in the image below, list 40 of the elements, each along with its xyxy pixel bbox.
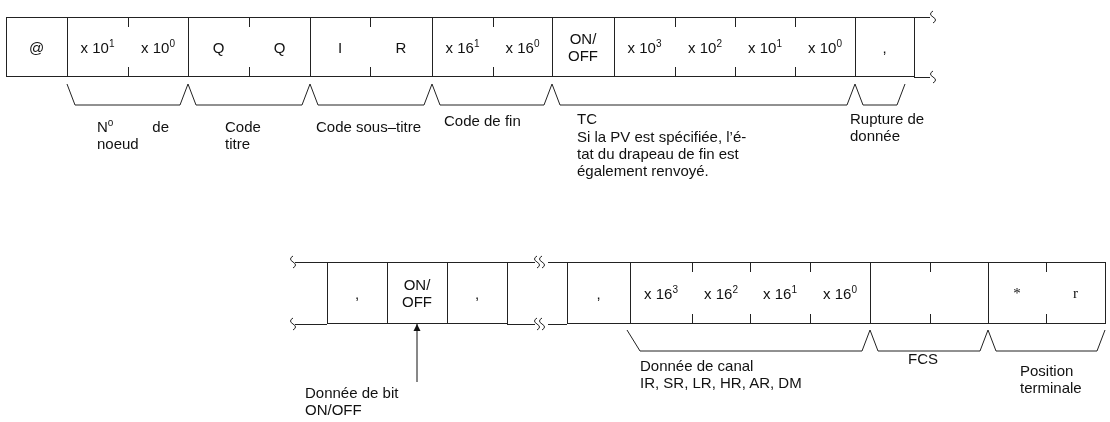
field-label: Code sous–titre <box>316 118 423 135</box>
field-cell: x 10$^{2}$ <box>675 17 735 77</box>
field-cell: x 10$^{3}$ <box>614 17 675 77</box>
field-cell: ON/ OFF <box>552 17 614 77</box>
field-cell: r <box>1046 262 1105 324</box>
field-cell: , <box>567 262 630 324</box>
field-cell: x 10$^{1}$ <box>735 17 795 77</box>
field-cell: @ <box>6 17 67 77</box>
empty-field-cell <box>870 262 930 324</box>
field-label: Code de fin <box>444 112 522 129</box>
field-label: Donnée de canal <box>640 357 755 374</box>
field-label: Position terminale <box>1020 362 1083 396</box>
field-cell: x 16$^{2}$ <box>692 262 750 324</box>
field-label: FCS <box>908 350 939 367</box>
field-cell: ON/ OFF <box>387 262 447 324</box>
leader-text: Donnée de bit ON/OFF <box>305 384 417 418</box>
field-cell: x 10$^{0}$ <box>128 17 188 77</box>
field-cell: R <box>370 17 432 77</box>
field-label: TC <box>577 110 598 127</box>
field-cell: , <box>327 262 387 324</box>
field-cell: x 16$^{1}$ <box>432 17 493 77</box>
empty-field-cell <box>930 262 988 324</box>
field-cell: , <box>855 17 914 77</box>
arrow <box>413 323 421 383</box>
field-cell: x 16$^{0}$ <box>810 262 870 324</box>
field-cell: I <box>310 17 370 77</box>
field-cell: x 10$^{0}$ <box>795 17 855 77</box>
field-label: Code titre <box>225 118 262 152</box>
field-cell: x 16$^{0}$ <box>493 17 552 77</box>
field-cell: * <box>988 262 1046 324</box>
field-cell: Q <box>249 17 310 77</box>
field-label: Rupture de donnée <box>850 110 926 144</box>
field-cell: , <box>447 262 507 324</box>
field-label: IR, SR, LR, HR, AR, DM <box>640 374 803 391</box>
field-cell: x 10$^{1}$ <box>67 17 128 77</box>
field-cell: Q <box>188 17 249 77</box>
field-cell: x 16$^{1}$ <box>750 262 810 324</box>
field-label: Si la PV est spécifiée, l’é- tat du drapeau de fin est également renvoyé. <box>577 128 748 179</box>
field-cell: x 16$^{3}$ <box>630 262 692 324</box>
field-label: N$^{o}$ de noeud <box>97 118 169 152</box>
